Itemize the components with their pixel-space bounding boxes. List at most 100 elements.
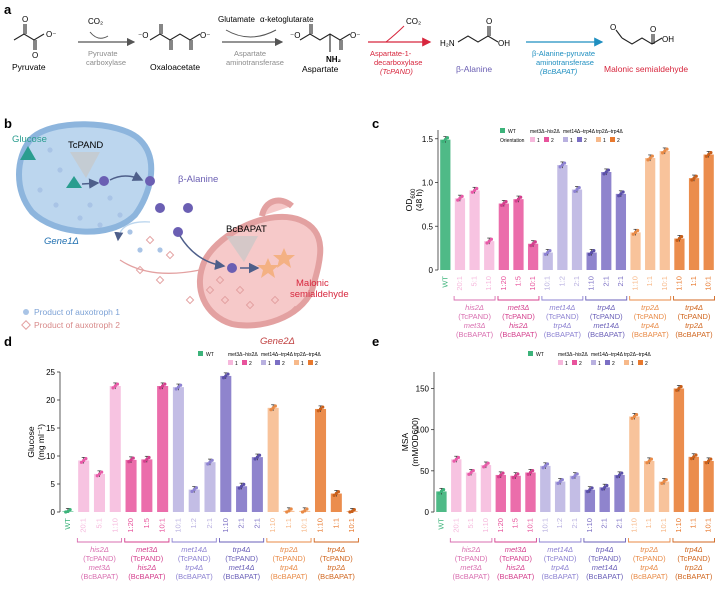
enzyme-bcbapat-1: β-Alanine-pyruvate (532, 49, 595, 58)
data-point (571, 476, 575, 480)
product-diamond-2 (290, 305, 300, 315)
product-diamond-2 (220, 295, 230, 305)
group-bracket (313, 538, 359, 543)
bar (188, 489, 200, 512)
data-point (630, 416, 634, 420)
legend-orientation-number: 2 (579, 361, 582, 367)
data-point (677, 236, 682, 241)
enzyme-pyruvate-carboxylase-1: Pyruvate (88, 49, 118, 58)
group-label-1: trp2Δ (641, 303, 659, 312)
data-point (649, 457, 654, 461)
product-diamond-2 (155, 275, 165, 285)
bar (267, 407, 279, 512)
legend-swatch (308, 360, 313, 365)
data-point (692, 455, 696, 459)
legend-swatch (577, 137, 582, 142)
bar (525, 472, 536, 512)
category-label: 1:1 (644, 518, 653, 528)
group-label-3: trp4Δ (553, 321, 571, 330)
data-point (519, 195, 523, 199)
label-gene2: Gene2Δ (260, 336, 295, 347)
enzyme-tcpand-2: decarboxylase (374, 58, 422, 67)
legend-wt: WT (206, 352, 214, 358)
product-dot-1 (127, 229, 133, 235)
product-dot-1 (137, 247, 143, 253)
group-label-1: met3Δ (505, 545, 527, 554)
beta-alanine-structure (457, 26, 499, 43)
group-label-3: met14Δ (592, 563, 618, 572)
data-point (95, 474, 99, 478)
category-label: 1:5 (511, 518, 520, 528)
group-bracket (585, 296, 628, 301)
legend-swatch (572, 360, 577, 365)
legend-swatch (261, 360, 266, 365)
group-label-4: (BcBAPAT) (176, 572, 214, 581)
category-label: 5:1 (94, 518, 103, 528)
data-point (163, 382, 167, 386)
data-point (709, 151, 713, 155)
legend-auxotroph-2: Product of auxotroph 2 (34, 320, 120, 330)
beta-alanine-circle (145, 176, 155, 186)
product-dot-1 (57, 167, 63, 173)
data-point (577, 186, 581, 190)
bar (480, 465, 492, 512)
group-label-3: trp2Δ (327, 563, 345, 572)
data-point (239, 484, 244, 488)
category-label: 10:1 (704, 276, 713, 291)
data-point (590, 250, 594, 255)
data-point (541, 466, 545, 470)
legend-pair: trp2Δ–trp4Δ (294, 352, 321, 358)
data-point (208, 460, 212, 464)
product-dot-1 (53, 202, 59, 208)
data-point (575, 187, 579, 192)
group-label-3: trp2Δ (685, 321, 703, 330)
data-point (443, 138, 447, 142)
data-point (305, 507, 309, 511)
data-point (680, 235, 684, 239)
category-label: 10:1 (173, 518, 182, 533)
group-label-1: his2Δ (465, 303, 484, 312)
category-label: 1:20 (496, 518, 505, 533)
data-point (273, 404, 277, 408)
panel-letter-b: b (4, 116, 12, 131)
molecule-pyruvate: Pyruvate (12, 62, 46, 72)
label-tcpand: TcPAND (68, 140, 103, 151)
y-tick-label: 20 (46, 396, 55, 405)
y-axis-label-2: (mg ml⁻¹) (36, 424, 46, 460)
data-point (592, 249, 596, 253)
category-label: 1:5 (142, 518, 151, 528)
data-point (97, 472, 102, 476)
product-dot-1 (107, 195, 113, 201)
group-label-2: (TcPAND) (458, 312, 491, 321)
category-label: 5:1 (466, 518, 475, 528)
data-point (129, 458, 133, 462)
data-point (631, 232, 635, 236)
data-point (484, 463, 488, 467)
data-point (690, 178, 694, 182)
aspartate-nh2: NH₂ (326, 55, 342, 64)
legend-orientation-number: 2 (315, 361, 318, 367)
group-label-1: trp4Δ (685, 545, 703, 554)
bar (659, 151, 670, 270)
category-label: 1:10 (674, 276, 683, 291)
bar (440, 139, 451, 270)
bar (469, 190, 480, 270)
label-gene1: Gene1Δ (44, 236, 79, 247)
data-point (226, 372, 230, 376)
exchange-arrow (119, 259, 201, 274)
bar (498, 203, 509, 270)
group-label-2: (TcPAND) (544, 554, 577, 563)
data-point (352, 507, 356, 512)
enzyme-tcpand-3: (TcPAND) (380, 67, 413, 76)
y-tick-label: 0.5 (422, 222, 434, 231)
category-label: 10:1 (540, 518, 549, 533)
data-point (66, 509, 70, 514)
data-point (456, 198, 460, 202)
y-tick-label: 1.0 (422, 179, 434, 188)
data-point (558, 165, 562, 169)
data-point (456, 455, 461, 460)
data-point (694, 174, 698, 178)
group-bracket (449, 538, 493, 543)
category-label: 1:2 (189, 518, 198, 528)
y-tick-label: 5 (51, 480, 56, 489)
